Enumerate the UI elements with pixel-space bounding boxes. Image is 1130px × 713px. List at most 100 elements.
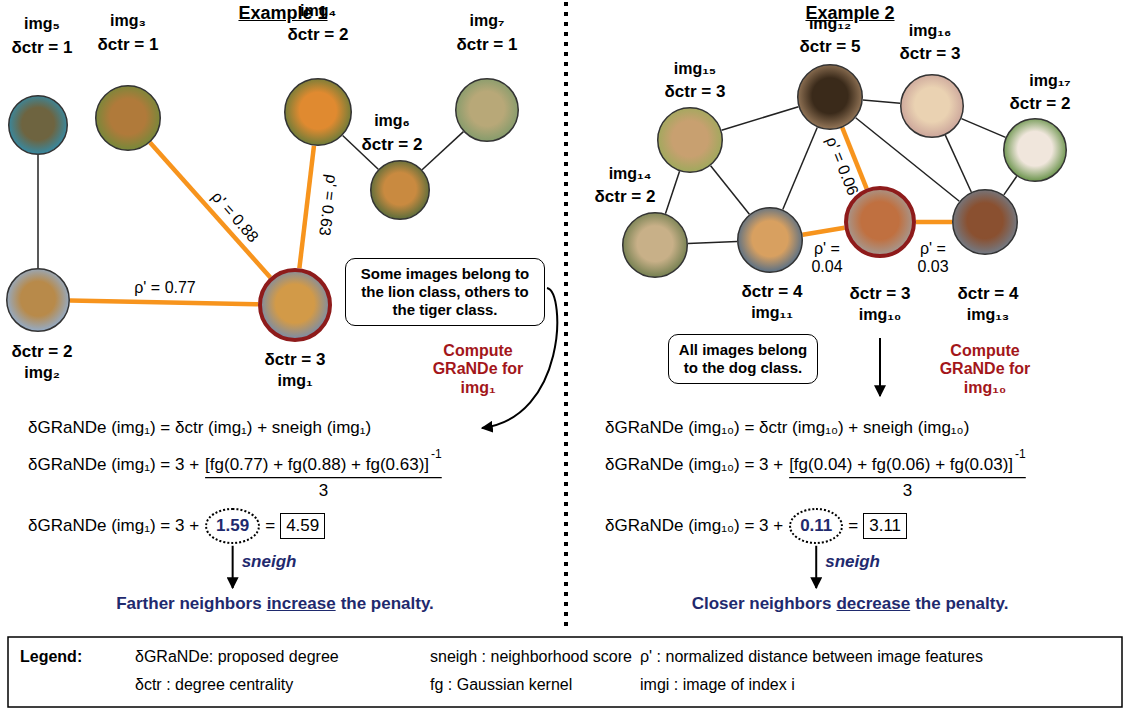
degree-value: δctr = 2: [12, 342, 73, 362]
distance-label: ρ' = 0.04: [806, 240, 848, 275]
callout-text: All images belong to the dog class.: [677, 341, 809, 377]
graph-edge: [37, 155, 39, 268]
degree-value: δctr = 3: [900, 44, 961, 64]
formula: δGRaNDe (img₁₀) = δctr (img₁₀) + sneigh …: [605, 418, 969, 438]
degree-value: δctr = 2: [595, 187, 656, 207]
image-thumbnail: [797, 64, 863, 130]
compute-arrow: [879, 338, 881, 396]
image-id: img₁₁: [751, 304, 793, 322]
image-circle: [260, 270, 330, 340]
conclusion-text: Farther neighbors: [116, 594, 261, 614]
image-thumbnail: [1003, 118, 1067, 182]
image-node: img₃δctr = 1: [95, 85, 161, 151]
image-thumbnail: [8, 95, 68, 155]
result-box: 3.11: [863, 513, 907, 539]
distance-edge: [803, 228, 845, 235]
formula-numerator: [fg(0.04) + fg(0.06) + fg(0.03)]: [789, 455, 1013, 475]
score-name: sneigh: [825, 552, 880, 572]
graph-edge: [945, 135, 971, 192]
graph-edge: [711, 166, 750, 214]
fraction-bar: [789, 477, 1026, 478]
legend-frame: [8, 637, 1122, 707]
image-id: img₁₃: [967, 306, 1009, 324]
legend-entry: δctr : degree centrality: [135, 676, 293, 694]
distance-edge: [916, 220, 952, 225]
image-circle: [623, 213, 688, 278]
legend-entry: sneigh : neighborhood score: [430, 648, 632, 666]
image-circle: [658, 108, 723, 173]
result-value: 4.59: [286, 516, 319, 536]
image-node: img₁₅δctr = 3: [657, 107, 723, 173]
fraction-bar: [205, 477, 442, 478]
image-node: δctr = 3img₁: [258, 268, 332, 342]
example-title: Example 2: [805, 3, 894, 24]
pointer-arrow: [232, 546, 234, 588]
distance-label: ρ' = 0.03: [912, 240, 954, 275]
image-node: img₁₇δctr = 2: [1003, 118, 1067, 182]
image-thumbnail: [370, 160, 430, 220]
distance-label: ρ' = 0.63: [315, 173, 341, 236]
conclusion-text: Closer neighbors: [692, 594, 832, 614]
degree-value: δctr = 1: [98, 35, 159, 55]
formula-denominator: 3: [903, 481, 912, 501]
result-value: 3.11: [869, 516, 901, 536]
legend-entry: imgi : image of index i: [640, 676, 795, 694]
legend-title: Legend:: [20, 648, 82, 666]
callout-box: All images belong to the dog class.: [668, 334, 818, 384]
score-value: 0.11: [800, 516, 832, 536]
formula-denominator: 3: [319, 481, 328, 501]
image-id: img₁₇: [1029, 72, 1070, 90]
score-value: 1.59: [216, 516, 249, 536]
image-thumbnail: [95, 85, 161, 151]
image-thumbnail: [6, 268, 70, 332]
formula: δGRaNDe (img₁) = δctr (img₁) + sneigh (i…: [28, 418, 371, 438]
exponent: -1: [1015, 448, 1026, 462]
legend-entry: ρ' : normalized distance between image f…: [640, 648, 983, 666]
image-thumbnail: [622, 212, 688, 278]
legend-entry: δGRaNDe: proposed degree: [135, 648, 339, 666]
image-thumbnail: [657, 107, 723, 173]
image-circle: [798, 65, 863, 130]
degree-value: δctr = 5: [800, 37, 861, 57]
image-circle: [9, 96, 68, 155]
graph-edge: [783, 127, 817, 209]
image-id: img₅: [24, 15, 60, 33]
graph-edge: [422, 132, 463, 170]
degree-value: δctr = 3: [850, 284, 911, 304]
graph-edge: [665, 171, 679, 213]
degree-value: δctr = 4: [958, 284, 1019, 304]
image-circle: [846, 188, 914, 256]
distance-edge: [70, 301, 258, 305]
degree-value: δctr = 4: [742, 282, 803, 302]
distance-edge: [150, 143, 270, 278]
equals-sign: =: [265, 516, 275, 536]
image-thumbnail: [737, 207, 803, 273]
degree-value: δctr = 3: [265, 350, 326, 370]
exponent: -1: [431, 448, 442, 462]
neighborhood-score: 1.59: [205, 508, 260, 544]
image-id: img₂: [24, 364, 60, 382]
image-thumbnail: [455, 78, 519, 142]
image-circle: [901, 75, 964, 138]
image-circle: [456, 79, 519, 142]
formula: δGRaNDe (img₁) = 3 +: [28, 516, 199, 536]
image-thumbnail: [258, 268, 332, 342]
image-id: img₁₅: [674, 60, 716, 78]
image-node: img₁₂δctr = 5: [797, 64, 863, 130]
legend-entry: fg : Gaussian kernel: [430, 676, 572, 694]
image-node: δctr = 4img₁₃: [952, 189, 1018, 255]
image-id: img₇: [470, 12, 505, 30]
graph-edge: [722, 107, 799, 131]
image-node: img₇δctr = 1: [455, 78, 519, 142]
result-box: 4.59: [280, 513, 325, 539]
neighborhood-score: 0.11: [789, 508, 843, 544]
image-thumbnail: [844, 186, 916, 258]
image-circle: [7, 269, 70, 332]
score-name: sneigh: [242, 552, 297, 572]
conclusion-text: the penalty.: [915, 594, 1008, 614]
image-node: img₄δctr = 2: [284, 78, 352, 146]
degree-value: δctr = 3: [665, 82, 726, 102]
graph-edge: [1004, 176, 1017, 195]
image-node: δctr = 3img₁₀: [844, 186, 916, 258]
